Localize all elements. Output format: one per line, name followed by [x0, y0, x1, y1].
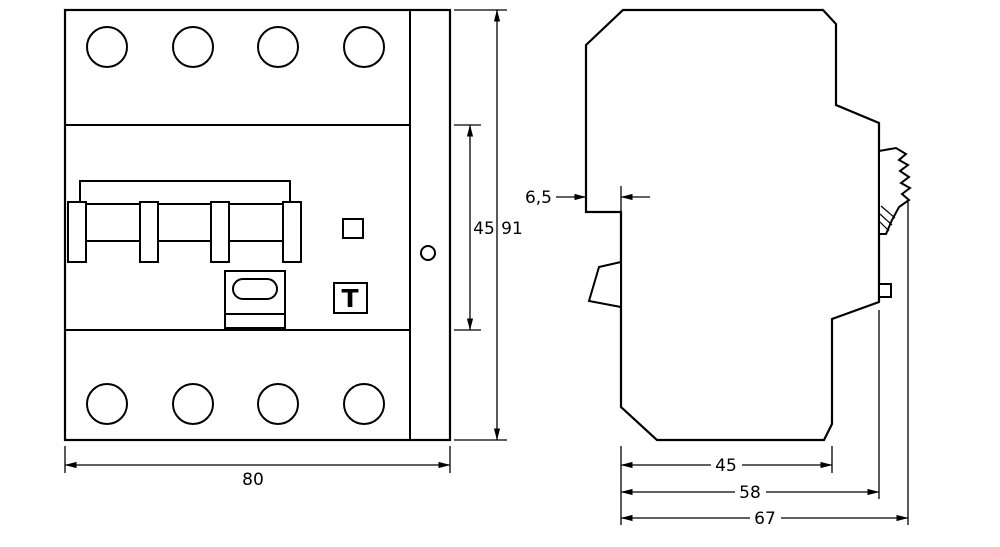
test-button: [232, 278, 278, 300]
test-button-block: [224, 270, 286, 329]
label-mask: [750, 508, 781, 528]
dimension-label: 91: [501, 219, 523, 239]
terminal-screw: [86, 26, 128, 68]
terminal-screw: [257, 383, 299, 425]
dimension-front-center-height: 45: [454, 124, 495, 331]
terminal-screw: [172, 26, 214, 68]
terminal-screw: [257, 26, 299, 68]
label-mask: [711, 455, 742, 475]
terminal-screw: [86, 383, 128, 425]
dimension-label: 80: [242, 470, 264, 490]
dimension-front-total-height: 91: [454, 9, 523, 441]
sealing-screw: [420, 245, 436, 261]
dimension-annotations: 80 45 91 6,5 45: [64, 9, 909, 529]
dimension-label: 67: [754, 509, 776, 529]
toggle-handle-profile: [587, 260, 622, 309]
clip-hatch-line: [879, 213, 893, 226]
terminal-screw: [172, 383, 214, 425]
dimension-front-width: 80: [64, 446, 451, 490]
status-indicator-window: [342, 218, 364, 239]
rear-mounting-tab: [878, 283, 892, 298]
label-mask: [735, 482, 766, 502]
t-button-label: T: [341, 284, 358, 313]
t-button: T: [333, 282, 368, 314]
side-view: [584, 8, 912, 442]
dimension-label: 6,5: [525, 188, 552, 208]
dimension-label: 45: [715, 456, 737, 476]
toggle-lever: [139, 201, 159, 263]
din-rail-clip: [878, 146, 912, 235]
toggle-switch-assembly: [67, 180, 302, 263]
terminal-screw: [343, 383, 385, 425]
toggle-lever: [210, 201, 230, 263]
terminal-screw: [343, 26, 385, 68]
front-view: T: [63, 8, 452, 442]
side-view-outline: [584, 8, 881, 442]
dimension-side-rail-depth: 58: [620, 310, 880, 503]
clip-hatch-line: [879, 221, 890, 232]
dimension-label: 45: [473, 219, 495, 239]
toggle-lever: [282, 201, 302, 263]
dimension-label: 58: [739, 483, 761, 503]
t-button-frame: [333, 282, 368, 314]
dimension-side-total-depth: 67: [620, 200, 909, 529]
clip-hatch-line: [880, 205, 896, 219]
toggle-lever: [67, 201, 87, 263]
dimension-side-front-step: 6,5: [525, 186, 650, 215]
toggle-tie-bar: [79, 180, 291, 242]
dimension-side-body-depth: 45: [620, 446, 833, 476]
din-rail-clip-outline: [878, 146, 912, 235]
